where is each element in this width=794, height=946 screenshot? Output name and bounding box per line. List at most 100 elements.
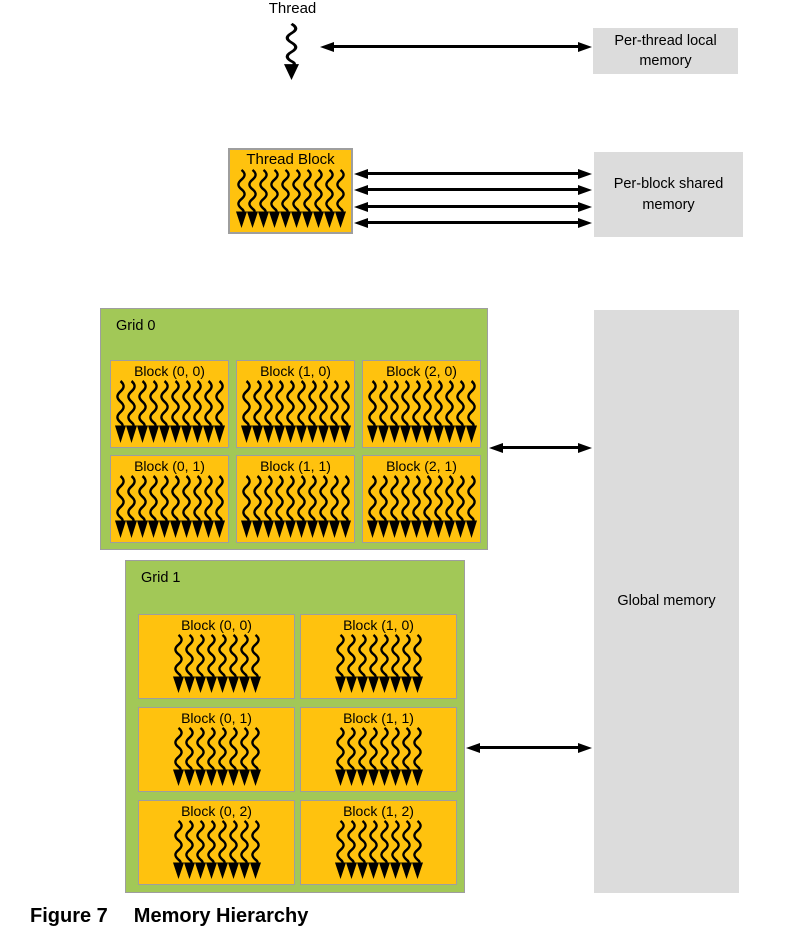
thread-squiggle-icon (432, 380, 444, 443)
thread-squiggle-icon (273, 475, 285, 538)
block-label: Block (2, 0) (386, 363, 457, 379)
thread-squiggle-icon (125, 380, 137, 443)
thread-squiggle-icon (411, 819, 423, 879)
thread-block-squiggles (235, 168, 346, 228)
thread-squiggle-icon (465, 380, 477, 443)
thread-squiggle-icon (389, 726, 401, 786)
thread-squiggle-icon (400, 633, 412, 693)
thread-squiggle-icon (465, 475, 477, 538)
block-thread-squiggles (114, 474, 225, 538)
thread-squiggle-icon (345, 726, 357, 786)
thread-squiggle-icon (366, 380, 378, 443)
block-to-shared-memory-arrow (367, 188, 579, 191)
per-thread-local-memory-box: Per-thread local memory (593, 28, 738, 74)
thread-squiggle-icon (125, 475, 137, 538)
block-to-shared-memory-arrow (367, 205, 579, 208)
block-label: Block (1, 1) (260, 458, 331, 474)
thread-block-label: Thread Block (246, 151, 335, 168)
block-thread-squiggles (240, 474, 351, 538)
thread-squiggle-icon (334, 726, 346, 786)
thread-squiggle-icon (388, 380, 400, 443)
thread-squiggle-icon (367, 633, 379, 693)
thread-squiggle-icon (202, 380, 214, 443)
thread-squiggle-icon (194, 726, 206, 786)
thread-block-cell: Block (1, 1) (236, 455, 355, 543)
thread-squiggle-icon (205, 726, 217, 786)
thread-squiggle-icon (172, 726, 184, 786)
thread-label: Thread (268, 0, 317, 17)
thread-block-cell: Block (0, 1) (110, 455, 229, 543)
thread-block-cell: Block (1, 0) (236, 360, 355, 448)
thread-squiggle-icon (262, 380, 274, 443)
block-thread-squiggles (366, 379, 477, 443)
block-to-shared-memory-arrow (367, 172, 579, 175)
thread-squiggle-icon (411, 726, 423, 786)
thread-squiggle-icon (377, 475, 389, 538)
thread-squiggle-icon (268, 168, 280, 228)
thread-squiggle-icon (367, 726, 379, 786)
thread-squiggle-icon (158, 475, 170, 538)
thread-squiggle-icon (279, 168, 291, 228)
grid-1-label: Grid 1 (141, 570, 181, 586)
grid-0-label: Grid 0 (116, 318, 156, 334)
thread-squiggle-icon (317, 380, 329, 443)
thread-squiggle-icon (183, 819, 195, 879)
thread-squiggle-icon (378, 726, 390, 786)
thread-squiggle-icon (227, 726, 239, 786)
thread-squiggle-icon (180, 475, 192, 538)
thread-squiggle-icon (147, 475, 159, 538)
thread-squiggle-icon (251, 475, 263, 538)
thread-squiggle-icon (290, 168, 302, 228)
thread-squiggle-icon (356, 726, 368, 786)
thread-squiggle-icon (191, 475, 203, 538)
thread-squiggle-icon (411, 633, 423, 693)
thread-squiggle-icon (169, 475, 181, 538)
thread-squiggle-icon (249, 633, 261, 693)
thread-squiggle-icon (306, 475, 318, 538)
block-thread-squiggles (334, 633, 423, 693)
block-thread-squiggles (172, 726, 261, 786)
thread-squiggle-icon (183, 633, 195, 693)
global-memory-box: Global memory (594, 310, 739, 893)
thread-squiggle-icon (295, 380, 307, 443)
thread-squiggle-icon (378, 819, 390, 879)
thread-block-box: Thread Block (228, 148, 353, 234)
thread-squiggle-icon (284, 380, 296, 443)
thread-squiggle-icon (136, 475, 148, 538)
thread-squiggle-icon (194, 819, 206, 879)
thread-squiggle-icon (339, 380, 351, 443)
thread-squiggle-icon (367, 819, 379, 879)
block-thread-squiggles (172, 633, 261, 693)
thread-squiggle-icon (421, 475, 433, 538)
thread-squiggle-icon (334, 633, 346, 693)
thread-squiggle-icon (345, 819, 357, 879)
thread-squiggle-icon (205, 633, 217, 693)
thread-squiggle-icon (334, 168, 346, 228)
thread-squiggle-icon (216, 819, 228, 879)
thread-squiggle-icon (378, 633, 390, 693)
grid-1-box: Grid 1 Block (0, 0)Block (1, 0)Block (0,… (125, 560, 465, 893)
thread-squiggle-icon (306, 380, 318, 443)
thread-squiggle-icon (213, 380, 225, 443)
thread-squiggle-icon (312, 168, 324, 228)
thread-squiggle-icon (183, 726, 195, 786)
thread-squiggle-icon (249, 819, 261, 879)
block-label: Block (1, 2) (343, 803, 414, 819)
thread-squiggle-icon (257, 168, 269, 228)
thread-squiggle-icon (328, 475, 340, 538)
thread-squiggle-icon (301, 168, 313, 228)
thread-block-cell: Block (2, 0) (362, 360, 481, 448)
thread-block-cell: Block (1, 1) (300, 707, 457, 792)
thread-squiggle-icon (158, 380, 170, 443)
thread-squiggle-icon (251, 380, 263, 443)
thread-squiggle-icon (356, 633, 368, 693)
thread-squiggle-icon (388, 475, 400, 538)
block-thread-squiggles (114, 379, 225, 443)
block-thread-squiggles (366, 474, 477, 538)
per-block-shared-memory-label: Per-block shared memory (613, 176, 724, 213)
thread-squiggle-icon (399, 475, 411, 538)
thread-squiggle-icon (323, 168, 335, 228)
thread-squiggle-icon (227, 633, 239, 693)
block-label: Block (1, 0) (260, 363, 331, 379)
